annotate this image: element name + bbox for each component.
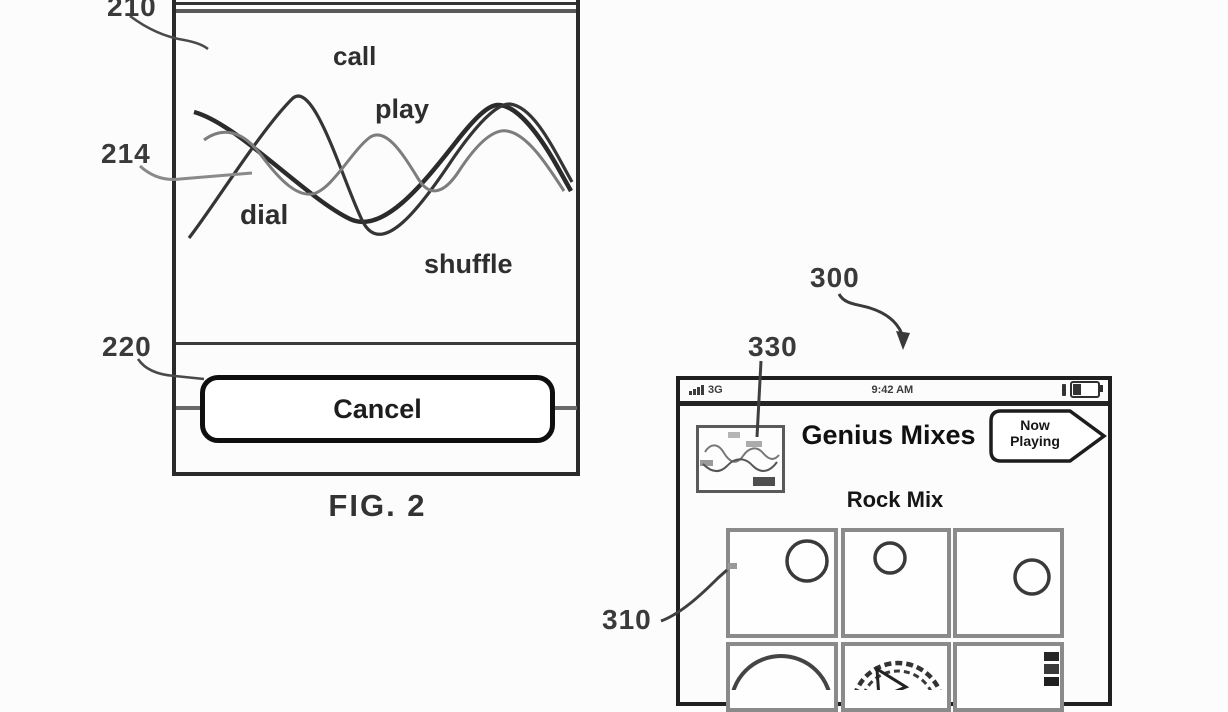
ref-220: 220 — [102, 331, 152, 362]
ref-210: 210 — [107, 0, 157, 22]
thumbnail-text-mark — [746, 441, 762, 447]
status-bar-left: 3G — [689, 384, 723, 396]
fig2-screen-frame — [172, 0, 580, 476]
thumbnail-text-mark — [700, 460, 713, 466]
battery-icon — [1070, 381, 1103, 398]
clock-label: 9:42 AM — [871, 383, 914, 396]
wave-label-dial: dial — [240, 199, 289, 230]
signal-strength-icon — [689, 384, 704, 395]
album-tile — [841, 528, 951, 638]
cancel-button: Cancel — [200, 375, 555, 443]
now-playing-button-label: Now Playing — [1010, 417, 1060, 450]
fig2-divider-line — [176, 342, 576, 345]
battery-nub — [1100, 385, 1103, 392]
ref-310: 310 — [602, 604, 652, 635]
album-tile — [953, 642, 1064, 712]
page-title: Genius Mixes — [801, 420, 976, 450]
ref-330: 330 — [748, 331, 798, 362]
status-bar-right — [1062, 381, 1103, 398]
cancel-button-label: Cancel — [333, 393, 422, 424]
fig2-button-side-line-right — [554, 406, 577, 410]
thumbnail-shuffle-mark — [753, 477, 775, 486]
fig2-top-bar-line-2 — [176, 9, 576, 13]
fig2-button-side-line-left — [176, 406, 201, 410]
leader-arrowhead-300 — [896, 331, 910, 350]
wave-label-play: play — [375, 94, 430, 124]
leader-arrow-300 — [837, 293, 904, 335]
wave-label-shuffle: shuffle — [424, 249, 513, 279]
ref-214: 214 — [101, 138, 151, 169]
battery-fill — [1073, 384, 1081, 395]
ref-300: 300 — [810, 262, 860, 293]
wave-label-call: call — [333, 41, 377, 71]
album-tile — [841, 642, 951, 712]
carrier-label: 3G — [708, 383, 723, 396]
status-bar: 3G 9:42 AM — [680, 380, 1108, 406]
album-tile — [726, 528, 838, 638]
album-tile — [953, 528, 1064, 638]
thumbnail-text-mark — [728, 432, 740, 438]
patent-figure-sheet: 210 214 220 call play dial shuffle Cance… — [101, 0, 1112, 712]
fig2-caption: FIG. 2 — [328, 488, 427, 523]
mix-title: Rock Mix — [846, 487, 944, 512]
album-tile — [726, 642, 838, 712]
fig2-top-bar-line — [176, 2, 576, 5]
bluetooth-icon — [1062, 383, 1066, 396]
